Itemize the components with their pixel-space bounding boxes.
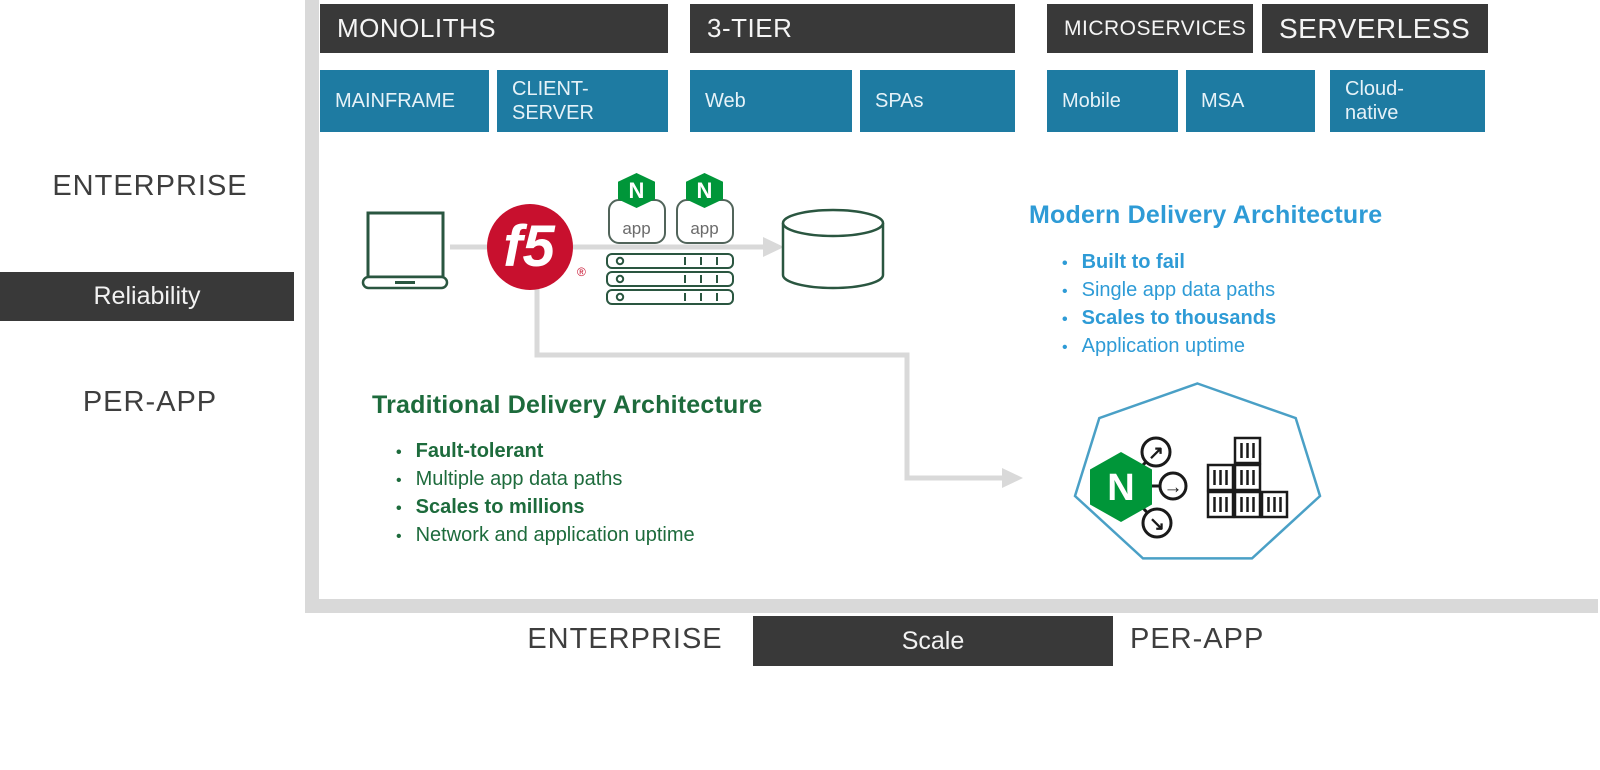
- list-item: Scales to millions: [396, 494, 695, 522]
- left-axis-enterprise-label: ENTERPRISE: [52, 170, 248, 202]
- modern-architecture-bullets: Built to fail Single app data paths Scal…: [1062, 249, 1277, 361]
- traditional-architecture-title: Traditional Delivery Architecture: [372, 391, 763, 419]
- nginx-letter: N: [697, 178, 713, 203]
- header-microservices: MICROSERVICES: [1047, 4, 1253, 53]
- svg-text:↗: ↗: [1148, 443, 1164, 464]
- tag-client-server-label: CLIENT-SERVER: [512, 78, 594, 124]
- f5-logo-icon: f5 ®: [487, 204, 586, 290]
- tag-client-server: CLIENT-SERVER: [497, 70, 668, 132]
- modern-architecture-title: Modern Delivery Architecture: [1029, 201, 1383, 229]
- header-3-tier: 3-TIER: [690, 4, 1015, 53]
- list-item: Scales to thousands: [1062, 305, 1277, 333]
- list-item: Built to fail: [1062, 249, 1276, 277]
- header-monoliths-label: MONOLITHS: [337, 13, 497, 43]
- container-stack-icon: [1206, 436, 1289, 519]
- list-item: Fault-tolerant: [396, 438, 695, 466]
- nginx-letter: N: [1107, 467, 1134, 509]
- route-arrow-down-right-icon: ↘: [1141, 507, 1173, 539]
- app-label: app: [690, 219, 718, 238]
- left-axis-bar: [305, 0, 319, 605]
- tag-mainframe-label: MAINFRAME: [335, 90, 455, 112]
- f5-to-nginx-flow-line: [534, 280, 1023, 488]
- nginx-hexagon-icon: N: [1090, 452, 1152, 522]
- tag-mobile: Mobile: [1047, 70, 1178, 132]
- tag-web-label: Web: [705, 90, 746, 112]
- nginx-app-icon: N app: [608, 173, 666, 244]
- nginx-platform-heptagon: N ↗ → ↘: [1073, 382, 1322, 560]
- tag-cloud-native: Cloud-native: [1330, 70, 1485, 132]
- scale-chip: Scale: [753, 616, 1113, 666]
- tag-msa-label: MSA: [1201, 90, 1245, 112]
- reliability-label: Reliability: [93, 282, 201, 310]
- header-monoliths: MONOLITHS: [320, 4, 668, 53]
- tag-web: Web: [690, 70, 852, 132]
- tag-mainframe: MAINFRAME: [320, 70, 489, 132]
- tag-cloud-native-label: Cloud-native: [1345, 78, 1404, 124]
- reliability-chip: Reliability: [0, 272, 294, 321]
- bottom-axis-per-app-label: PER-APP: [1130, 623, 1265, 655]
- list-item: Network and application uptime: [396, 522, 695, 550]
- list-item: Application uptime: [1062, 333, 1276, 361]
- route-arrow-right-icon: →: [1158, 471, 1188, 501]
- f5-registered-mark: ®: [577, 265, 586, 279]
- nginx-app-icon: N app: [676, 173, 734, 244]
- svg-text:→: →: [1164, 477, 1183, 498]
- app-label: app: [622, 219, 650, 238]
- tag-spas: SPAs: [860, 70, 1015, 132]
- tag-mobile-label: Mobile: [1062, 90, 1121, 112]
- list-item: Multiple app data paths: [396, 466, 695, 494]
- header-3-tier-label: 3-TIER: [707, 13, 793, 43]
- route-arrow-up-right-icon: ↗: [1140, 436, 1172, 468]
- svg-text:↘: ↘: [1149, 514, 1165, 535]
- f5-logo-text: f5: [503, 214, 555, 279]
- header-serverless: SERVERLESS: [1262, 4, 1488, 53]
- list-item: Single app data paths: [1062, 277, 1276, 305]
- nginx-letter: N: [629, 178, 645, 203]
- tag-msa: MSA: [1186, 70, 1315, 132]
- database-icon: [781, 208, 885, 290]
- architecture-diagram: f5 ® N app N app: [361, 173, 1322, 560]
- bottom-axis-bar: [305, 599, 1598, 613]
- bottom-axis-enterprise-label: ENTERPRISE: [527, 623, 723, 655]
- server-stack-icon: [606, 253, 734, 305]
- scale-label: Scale: [901, 626, 965, 655]
- header-serverless-label: SERVERLESS: [1279, 12, 1471, 44]
- laptop-icon: [361, 211, 449, 290]
- tag-spas-label: SPAs: [875, 90, 924, 112]
- left-axis-per-app-label: PER-APP: [82, 386, 218, 418]
- header-microservices-label: MICROSERVICES: [1064, 16, 1247, 40]
- traditional-architecture-bullets: Fault-tolerant Multiple app data paths S…: [396, 438, 695, 550]
